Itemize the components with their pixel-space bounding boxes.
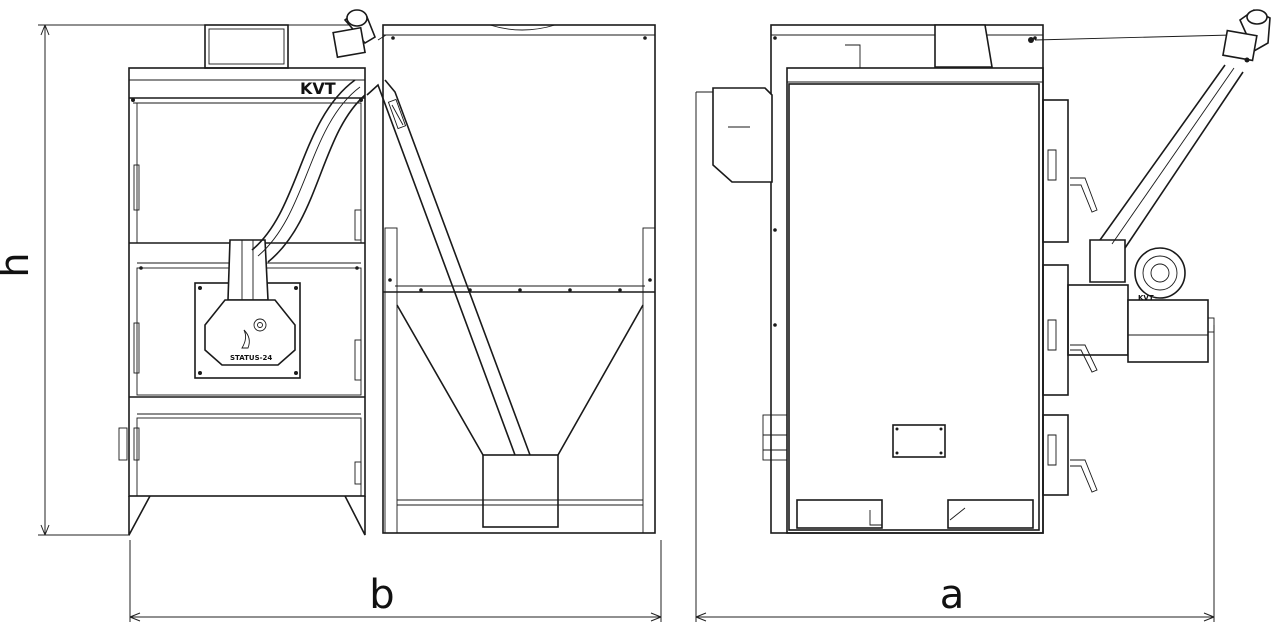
side-view-boiler [696, 24, 1098, 534]
side-burner: KVT [1067, 239, 1215, 363]
side-brand-logo: KVT [1138, 294, 1154, 302]
side-auger-tube [1034, 34, 1244, 249]
dimension-h: h [0, 24, 350, 536]
front-view-hopper [366, 24, 656, 534]
burner-label: STATUS-24 [230, 354, 272, 362]
height-label: h [0, 252, 38, 277]
side-auger-motor [1222, 9, 1271, 63]
dimension-b: b [129, 540, 662, 622]
front-auger-motor [332, 9, 387, 59]
width-label: b [369, 572, 394, 618]
depth-label: a [940, 572, 965, 618]
front-brand-logo: KVT [300, 79, 336, 98]
front-burner: STATUS-24 [194, 239, 301, 379]
front-feeder-hose [251, 79, 366, 263]
dimension-a: a [695, 92, 1215, 622]
